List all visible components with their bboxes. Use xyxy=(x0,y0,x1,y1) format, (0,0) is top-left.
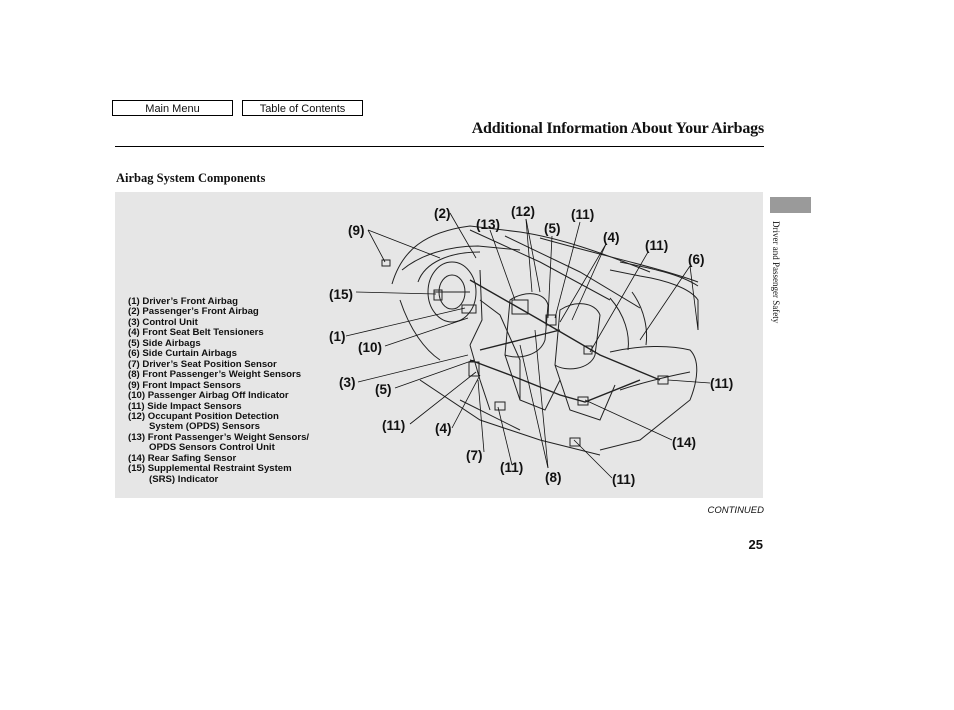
diagram-panel xyxy=(115,192,763,498)
page-number: 25 xyxy=(748,537,763,552)
callout-7: (7) xyxy=(466,448,483,463)
callout-4-bottom: (4) xyxy=(435,421,452,436)
callout-2: (2) xyxy=(434,206,451,221)
callout-3: (3) xyxy=(339,375,356,390)
callout-leader-lines xyxy=(345,212,711,479)
legend-item: (13) Front Passenger’s Weight Sensors/OP… xyxy=(128,431,310,454)
legend-item: (11) Side Impact Sensors xyxy=(128,400,242,412)
callout-11-bottom-right: (11) xyxy=(612,472,635,487)
callout-11-bottom: (11) xyxy=(500,460,523,475)
callout-5-left: (5) xyxy=(375,382,392,397)
legend-item: (5) Side Airbags xyxy=(128,337,201,349)
callout-11-upper-right: (11) xyxy=(645,238,668,253)
callout-4-top: (4) xyxy=(603,230,620,245)
page-title: Additional Information About Your Airbag… xyxy=(471,120,765,137)
title-divider xyxy=(115,146,764,147)
table-of-contents-button[interactable]: Table of Contents xyxy=(242,100,363,116)
callout-10: (10) xyxy=(358,340,382,355)
callout-12: (12) xyxy=(511,204,535,219)
legend-item: (15) Supplemental Restraint System(SRS) … xyxy=(128,463,292,485)
legend-item: (8) Front Passenger’s Weight Sensors xyxy=(128,369,302,381)
section-heading: Airbag System Components xyxy=(116,171,266,185)
callout-1: (1) xyxy=(329,329,346,344)
callout-14: (14) xyxy=(672,435,696,450)
legend-item: (4) Front Seat Belt Tensioners xyxy=(128,327,264,339)
chapter-tab xyxy=(770,197,811,213)
legend-item: (1) Driver’s Front Airbag xyxy=(128,296,238,307)
callout-15: (15) xyxy=(329,287,353,302)
callout-11-top: (11) xyxy=(571,207,594,222)
callout-5-top: (5) xyxy=(544,221,561,236)
car-interior-illustration xyxy=(381,225,699,456)
legend-item: (10) Passenger Airbag Off Indicator xyxy=(128,390,289,402)
legend-item: (14) Rear Safing Sensor xyxy=(128,452,237,464)
component-legend: (1) Driver’s Front Airbag (2) Passenger’… xyxy=(128,296,310,485)
callout-9: (9) xyxy=(348,223,365,238)
legend-item: (7) Driver’s Seat Position Sensor xyxy=(128,358,277,370)
legend-item: (3) Control Unit xyxy=(128,316,198,328)
legend-item: (9) Front Impact Sensors xyxy=(128,379,242,391)
callout-11-right: (11) xyxy=(710,376,733,391)
main-menu-button[interactable]: Main Menu xyxy=(112,100,233,116)
callout-11-left: (11) xyxy=(382,418,405,433)
callout-8: (8) xyxy=(545,470,562,485)
callout-6: (6) xyxy=(688,252,705,267)
legend-item: (2) Passenger’s Front Airbag xyxy=(128,306,259,318)
chapter-label: Driver and Passenger Safety xyxy=(771,221,781,324)
continued-note: CONTINUED xyxy=(707,505,764,516)
legend-item: (6) Side Curtain Airbags xyxy=(128,348,237,360)
callout-13: (13) xyxy=(476,217,500,232)
